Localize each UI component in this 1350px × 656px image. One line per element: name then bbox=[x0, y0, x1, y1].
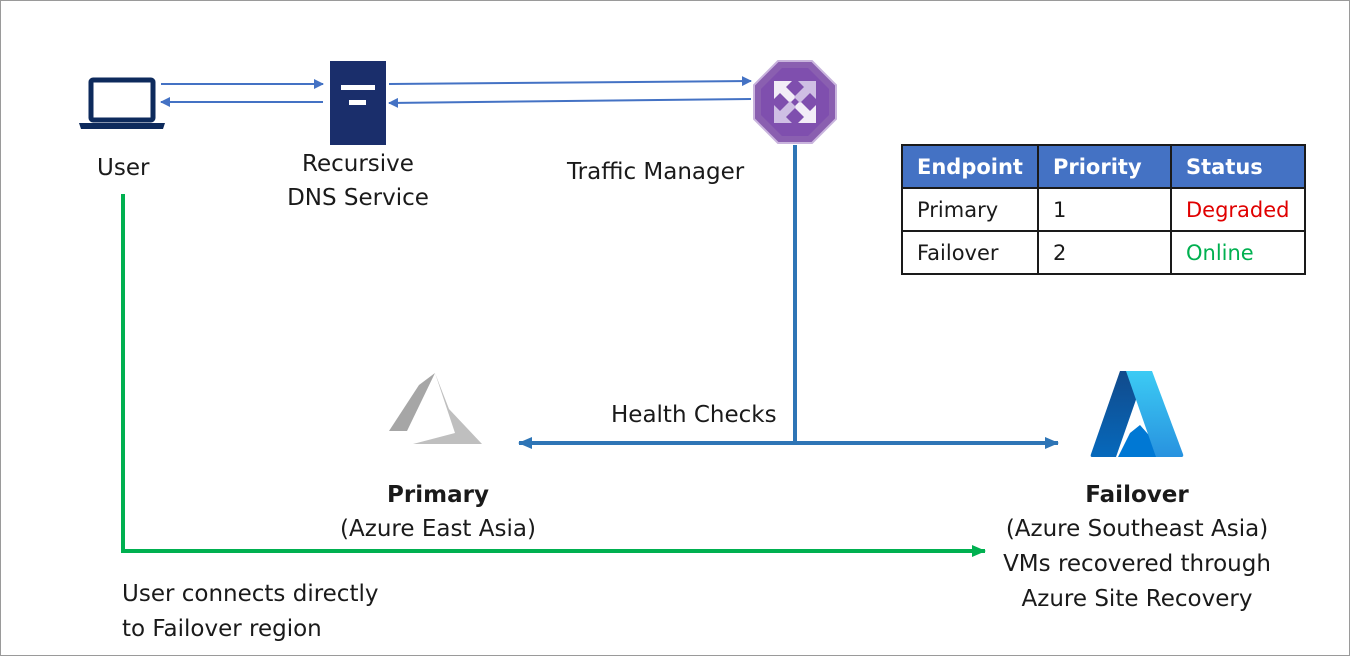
table-header-row: Endpoint Priority Status bbox=[901, 144, 1306, 189]
failover-line1: (Azure Southeast Asia) bbox=[1005, 516, 1269, 542]
azure-logo-blue-icon bbox=[1090, 371, 1184, 457]
failover-line2: VMs recovered through bbox=[1003, 551, 1271, 577]
dns-label-line1: Recursive bbox=[302, 151, 414, 177]
user-to-failover-path bbox=[121, 194, 986, 557]
endpoint-cell: Primary bbox=[901, 187, 1039, 232]
endpoint-cell: Failover bbox=[901, 230, 1039, 275]
failover-title: Failover bbox=[1085, 482, 1189, 508]
status-cell: Online bbox=[1169, 230, 1306, 275]
header-endpoint: Endpoint bbox=[901, 144, 1039, 189]
user-connect-line2: to Failover region bbox=[122, 616, 322, 642]
dns-server-icon bbox=[330, 61, 386, 145]
dns-label-line2: DNS Service bbox=[287, 185, 429, 211]
traffic-manager-icon bbox=[753, 60, 837, 144]
table-row: Primary 1 Degraded bbox=[901, 187, 1306, 232]
health-checks-label: Health Checks bbox=[611, 402, 777, 428]
user-connect-line1: User connects directly bbox=[122, 581, 379, 607]
laptop-icon bbox=[79, 77, 165, 129]
status-cell: Degraded bbox=[1169, 187, 1306, 232]
dns-to-tm-arrow bbox=[388, 76, 752, 87]
endpoint-priority-table: Endpoint Priority Status Primary 1 Degra… bbox=[901, 144, 1306, 275]
failover-line3: Azure Site Recovery bbox=[1021, 586, 1253, 612]
primary-title: Primary bbox=[387, 482, 489, 508]
header-priority: Priority bbox=[1036, 144, 1172, 189]
tm-to-dns-arrow bbox=[388, 97, 752, 108]
header-status: Status bbox=[1169, 144, 1306, 189]
user-label: User bbox=[97, 155, 150, 181]
priority-cell: 1 bbox=[1036, 187, 1172, 232]
azure-logo-gray-icon bbox=[389, 373, 482, 444]
traffic-manager-label: Traffic Manager bbox=[567, 159, 745, 185]
priority-cell: 2 bbox=[1036, 230, 1172, 275]
primary-subtitle: (Azure East Asia) bbox=[340, 516, 536, 542]
table-row: Failover 2 Online bbox=[901, 230, 1306, 275]
